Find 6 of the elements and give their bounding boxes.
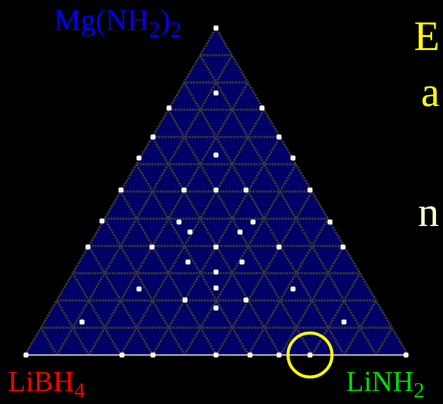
vertex-label: Mg(NH$_{2}$)$_{2}$ xyxy=(54,6,182,36)
text-fragment: E xyxy=(414,16,440,58)
vertex-label: LiNH$_{2}$ xyxy=(346,368,425,397)
text-fragment: a xyxy=(421,72,440,114)
vertex-label: LiBH$_{4}$ xyxy=(8,368,85,397)
text-fragment: n xyxy=(418,192,439,234)
